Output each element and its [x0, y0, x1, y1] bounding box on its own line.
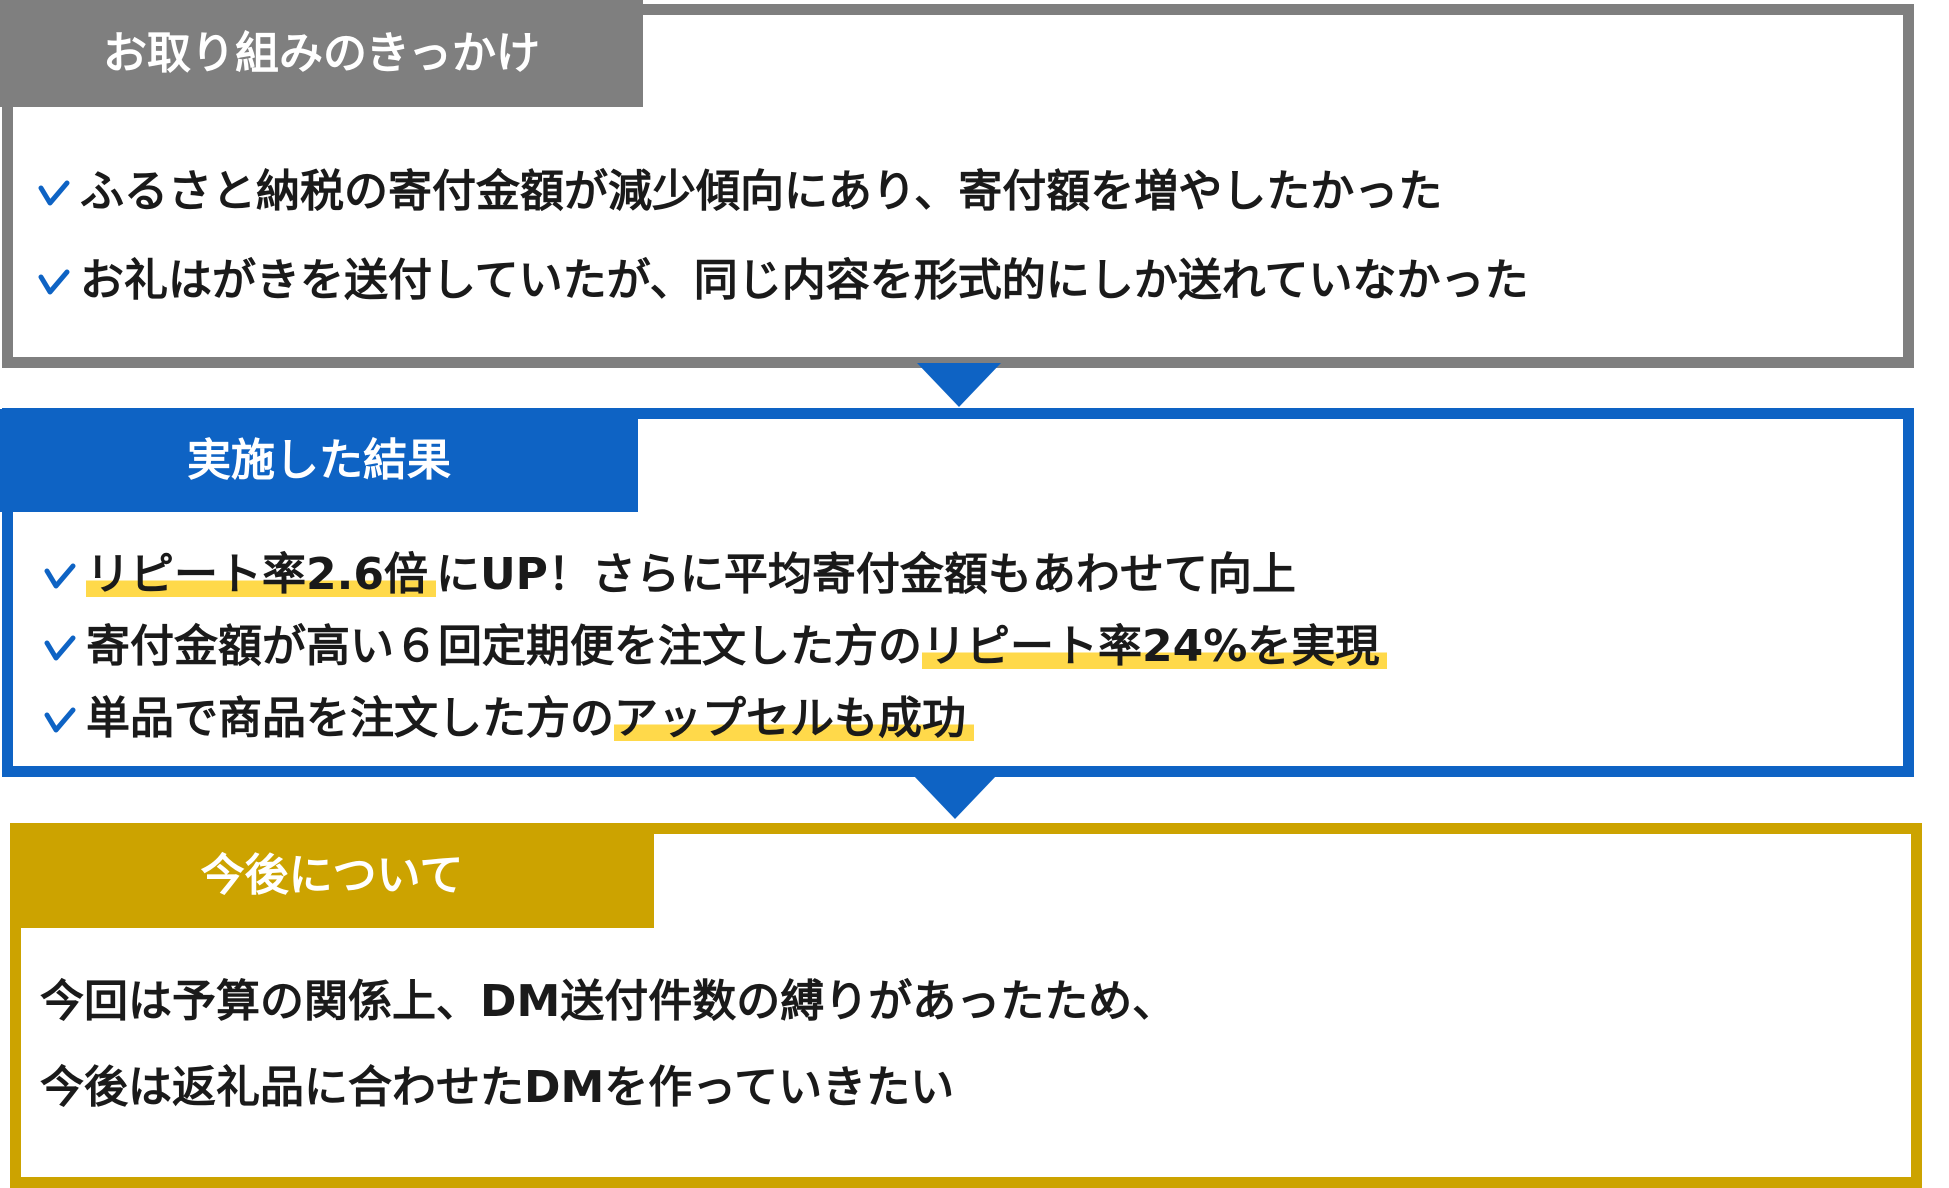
section-trigger-title: お取り組みのきっかけ — [0, 0, 643, 107]
list-item: 寄付金額が高い６回定期便を注文した方のリピート率24%を実現 — [44, 621, 1388, 672]
list-item: お礼はがきを送付していたが、同じ内容を形式的にしか送れていなかった — [38, 259, 1528, 303]
list-item: ふるさと納税の寄付金額が減少傾向にあり、寄付額を増やしたかった — [38, 170, 1442, 214]
highlight-text: アップセルも成功 — [614, 697, 974, 741]
list-item-text: お礼はがきを送付していたが、同じ内容を形式的にしか送れていなかった — [80, 255, 1529, 306]
arrow-down-icon — [913, 775, 997, 819]
check-icon — [38, 259, 72, 303]
list-item-text-pre: 単品で商品を注文した方の — [86, 693, 614, 744]
highlight-text: リピート率24%を実現 — [922, 625, 1388, 669]
check-icon — [44, 625, 78, 669]
check-icon — [44, 553, 78, 597]
check-icon — [38, 170, 72, 214]
paragraph-line: 今回は予算の関係上、DM送付件数の縛りがあったため、 — [40, 976, 1177, 1027]
list-item-text-pre: 寄付金額が高い６回定期便を注文した方の — [86, 621, 922, 672]
list-item: リピート率2.6倍にUP！さらに平均寄付金額もあわせて向上 — [44, 553, 1296, 597]
list-item: 単品で商品を注文した方のアップセルも成功 — [44, 697, 974, 741]
check-icon — [44, 697, 78, 741]
list-item-text: ふるさと納税の寄付金額が減少傾向にあり、寄付額を増やしたかった — [80, 166, 1443, 217]
section-result-title: 実施した結果 — [0, 409, 638, 512]
arrow-down-icon — [917, 363, 1001, 407]
section-future-title: 今後について — [10, 823, 654, 928]
paragraph-line: 今後は返礼品に合わせたDMを作っていきたい — [40, 1062, 955, 1113]
list-item-text-post: にUP！さらに平均寄付金額もあわせて向上 — [435, 549, 1296, 600]
highlight-text: リピート率2.6倍 — [86, 553, 436, 597]
